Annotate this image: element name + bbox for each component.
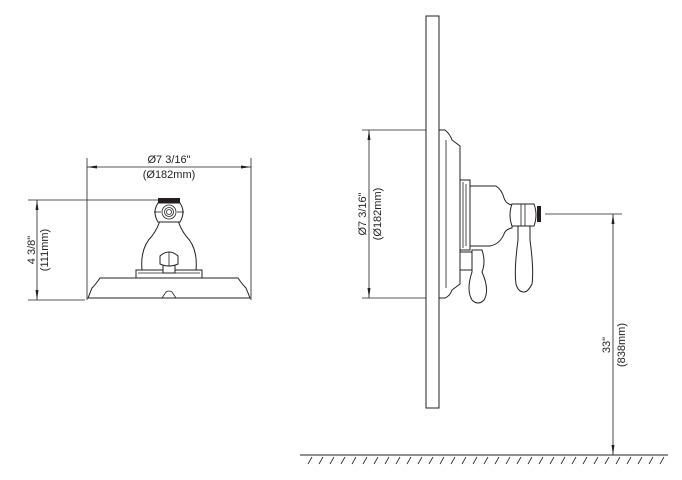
floor-line: [300, 454, 668, 465]
wall-section: [425, 15, 440, 409]
side-view: Ø7 3/16" (Ø182mm): [300, 15, 668, 465]
floor-height-metric: (838mm): [616, 323, 628, 367]
floor-height-dimension: 33" (838mm): [545, 213, 628, 455]
front-height-imperial: 4 3/8": [26, 236, 38, 264]
side-plate-dimension: Ø7 3/16" (Ø182mm): [357, 129, 426, 299]
side-plate-metric: (Ø182mm): [372, 188, 384, 241]
faucet-front-illustration: [87, 198, 251, 299]
floor-height-imperial: 33": [601, 337, 613, 353]
front-width-metric: (Ø182mm): [143, 169, 196, 181]
side-plate-imperial: Ø7 3/16": [357, 192, 369, 235]
front-view: Ø7 3/16" (Ø182mm) 4 3/8" (111mm): [26, 154, 252, 301]
front-height-dimension: 4 3/8" (111mm): [26, 199, 162, 301]
front-width-dimension: Ø7 3/16" (Ø182mm): [86, 154, 252, 300]
front-width-imperial: Ø7 3/16": [147, 154, 190, 166]
faucet-side-illustration: [438, 129, 541, 304]
front-height-metric: (111mm): [39, 229, 51, 271]
